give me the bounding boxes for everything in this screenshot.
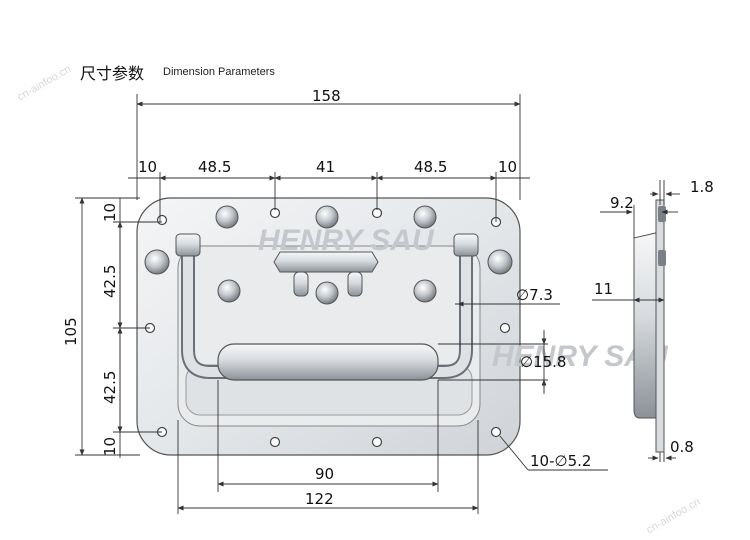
dimension-labels: 158 10 48.5 41 48.5 10 105 10 42.5 42.5 … <box>62 87 591 508</box>
title-chinese: 尺寸参数 <box>80 64 145 83</box>
dim-seg-4: 48.5 <box>414 158 447 176</box>
bolt <box>315 205 339 229</box>
bolt <box>487 249 513 275</box>
bolt <box>215 205 239 229</box>
bolt <box>315 281 339 305</box>
dim-depth: 11 <box>594 280 613 298</box>
clip-leg <box>293 271 309 297</box>
hinge-left <box>175 233 201 257</box>
watermark-left: cn-ainfoo.cn <box>15 63 73 103</box>
dim-seg-1: 10 <box>138 158 157 176</box>
bolt <box>144 249 170 275</box>
dim-vseg-2: 42.5 <box>101 265 119 298</box>
hole <box>499 322 511 334</box>
dim-vseg-4: 10 <box>101 437 119 456</box>
side-bolt <box>658 206 666 222</box>
hole <box>371 436 383 448</box>
dim-vseg-1: 10 <box>101 203 119 222</box>
hinge-right <box>453 233 479 257</box>
handle-clip <box>273 251 379 273</box>
dimension-lines <box>75 94 608 514</box>
dim-grip-diameter: ∅15.8 <box>520 353 566 371</box>
side-view <box>633 199 666 453</box>
bolt <box>413 279 437 303</box>
dim-seg-5: 10 <box>498 158 517 176</box>
side-dimension-labels: 9.2 1.8 11 0.8 <box>594 178 714 456</box>
watermark-right: cn-ainfoo.cn <box>645 496 703 536</box>
dim-vseg-3: 42.5 <box>101 371 119 404</box>
side-bolt <box>658 250 666 266</box>
dim-handle-outer: 122 <box>305 490 334 508</box>
bolts <box>144 205 513 305</box>
bolt <box>217 279 241 303</box>
hole <box>156 214 168 226</box>
title-english: Dimension Parameters <box>163 66 275 78</box>
dim-overall-height: 105 <box>62 317 80 346</box>
hole <box>490 426 502 438</box>
front-view: HENRY SAU HENRY SAU <box>136 197 669 456</box>
side-dimension-lines <box>592 180 680 462</box>
dim-pin-diameter: ∅7.3 <box>516 286 553 304</box>
hole <box>269 436 281 448</box>
dim-seg-3: 41 <box>316 158 335 176</box>
bolt <box>413 205 437 229</box>
dim-thickness: 1.8 <box>690 178 714 196</box>
dim-holes: 10-∅5.2 <box>530 452 591 470</box>
dim-overall-width: 158 <box>312 87 341 105</box>
dim-seg-2: 48.5 <box>198 158 231 176</box>
dim-top-offset: 9.2 <box>610 194 634 212</box>
clip-leg <box>347 271 363 297</box>
dim-handle-inner: 90 <box>315 465 334 483</box>
dim-plate: 0.8 <box>670 438 694 456</box>
side-flange <box>655 199 665 453</box>
handle-grip <box>217 343 439 381</box>
